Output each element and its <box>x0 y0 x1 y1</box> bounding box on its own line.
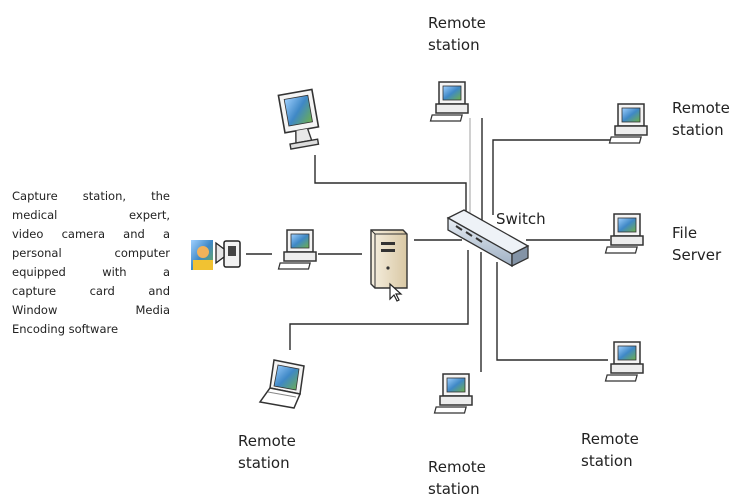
description-line: Capture station, the <box>12 189 170 203</box>
link-right-remote-switch <box>492 139 610 215</box>
laptop-icon <box>258 359 305 409</box>
description-line: personal computer <box>12 246 170 260</box>
monitor-icon <box>277 88 320 150</box>
connection-lines <box>246 118 610 372</box>
description-line: video camera and a <box>12 227 170 241</box>
desktop-computer-icon <box>277 229 317 270</box>
capture-station-description: Capture station, the medical expert, vid… <box>12 187 170 339</box>
link-bottom-right-switch <box>496 262 608 361</box>
description-line: equipped with a <box>12 265 170 279</box>
desktop-computer-icon <box>429 81 469 122</box>
description-line: Encoding software <box>12 322 119 336</box>
desktop-computer-icon <box>608 103 648 144</box>
desktop-computer-icon <box>433 373 473 414</box>
person-icon <box>191 240 213 270</box>
switch-label: Switch <box>496 210 546 228</box>
server-icon <box>370 229 408 289</box>
camera-icon <box>215 240 241 268</box>
desktop-computer-icon <box>604 341 644 382</box>
link-monitor-switch <box>314 155 467 222</box>
desktop-computer-icon <box>604 213 644 254</box>
description-line: Window Media <box>12 303 170 317</box>
link-laptop-switch <box>289 250 469 350</box>
description-line: capture card and <box>12 284 170 298</box>
cursor-icon <box>389 282 403 302</box>
description-line: medical expert, <box>12 208 170 222</box>
switch-icon <box>446 209 530 268</box>
